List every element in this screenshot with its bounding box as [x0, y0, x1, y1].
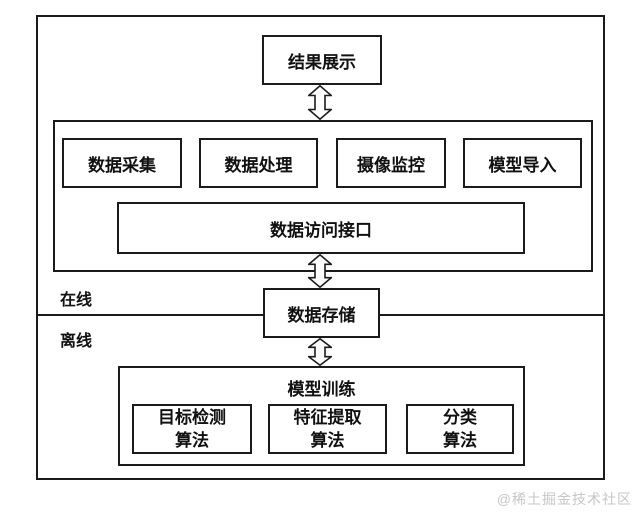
data-storage-box: 数据存储 — [263, 288, 380, 338]
data-storage-label: 数据存储 — [287, 305, 356, 325]
online-section-label: 在线 — [60, 292, 93, 309]
data-processing-box: 数据处理 — [199, 138, 318, 188]
camera-monitoring-box: 摄像监控 — [336, 138, 446, 188]
data-collection-box: 数据采集 — [62, 138, 182, 188]
data-processing-label: 数据处理 — [224, 155, 293, 175]
model-import-label: 模型导入 — [488, 155, 557, 175]
double-arrow-icon — [306, 84, 334, 125]
watermark-text: @稀土掘金技术社区 — [496, 491, 632, 507]
classification-algorithm-label: 分类 算法 — [443, 408, 477, 450]
offline-section-label: 离线 — [60, 333, 93, 350]
camera-monitoring-label: 摄像监控 — [357, 155, 425, 175]
classification-algorithm-box: 分类 算法 — [406, 404, 514, 454]
data-access-interface-label: 数据访问接口 — [270, 220, 372, 240]
double-arrow-icon — [306, 253, 334, 293]
data-collection-label: 数据采集 — [88, 155, 156, 175]
double-arrow-icon — [306, 337, 334, 371]
feature-extraction-algorithm-box: 特征提取 算法 — [268, 404, 387, 454]
feature-extraction-algorithm-label: 特征提取 算法 — [293, 408, 362, 450]
result-display-label: 结果展示 — [288, 52, 356, 72]
data-access-interface-box: 数据访问接口 — [117, 202, 525, 254]
result-display-box: 结果展示 — [262, 35, 382, 85]
model-import-box: 模型导入 — [463, 138, 582, 188]
model-training-box: 模型训练 目标检测 算法 特征提取 算法 分类 算法 — [118, 366, 525, 466]
model-training-label: 模型训练 — [287, 380, 356, 399]
object-detection-algorithm-box: 目标检测 算法 — [132, 404, 252, 454]
system-architecture-frame — [36, 15, 605, 480]
object-detection-algorithm-label: 目标检测 算法 — [158, 408, 226, 450]
